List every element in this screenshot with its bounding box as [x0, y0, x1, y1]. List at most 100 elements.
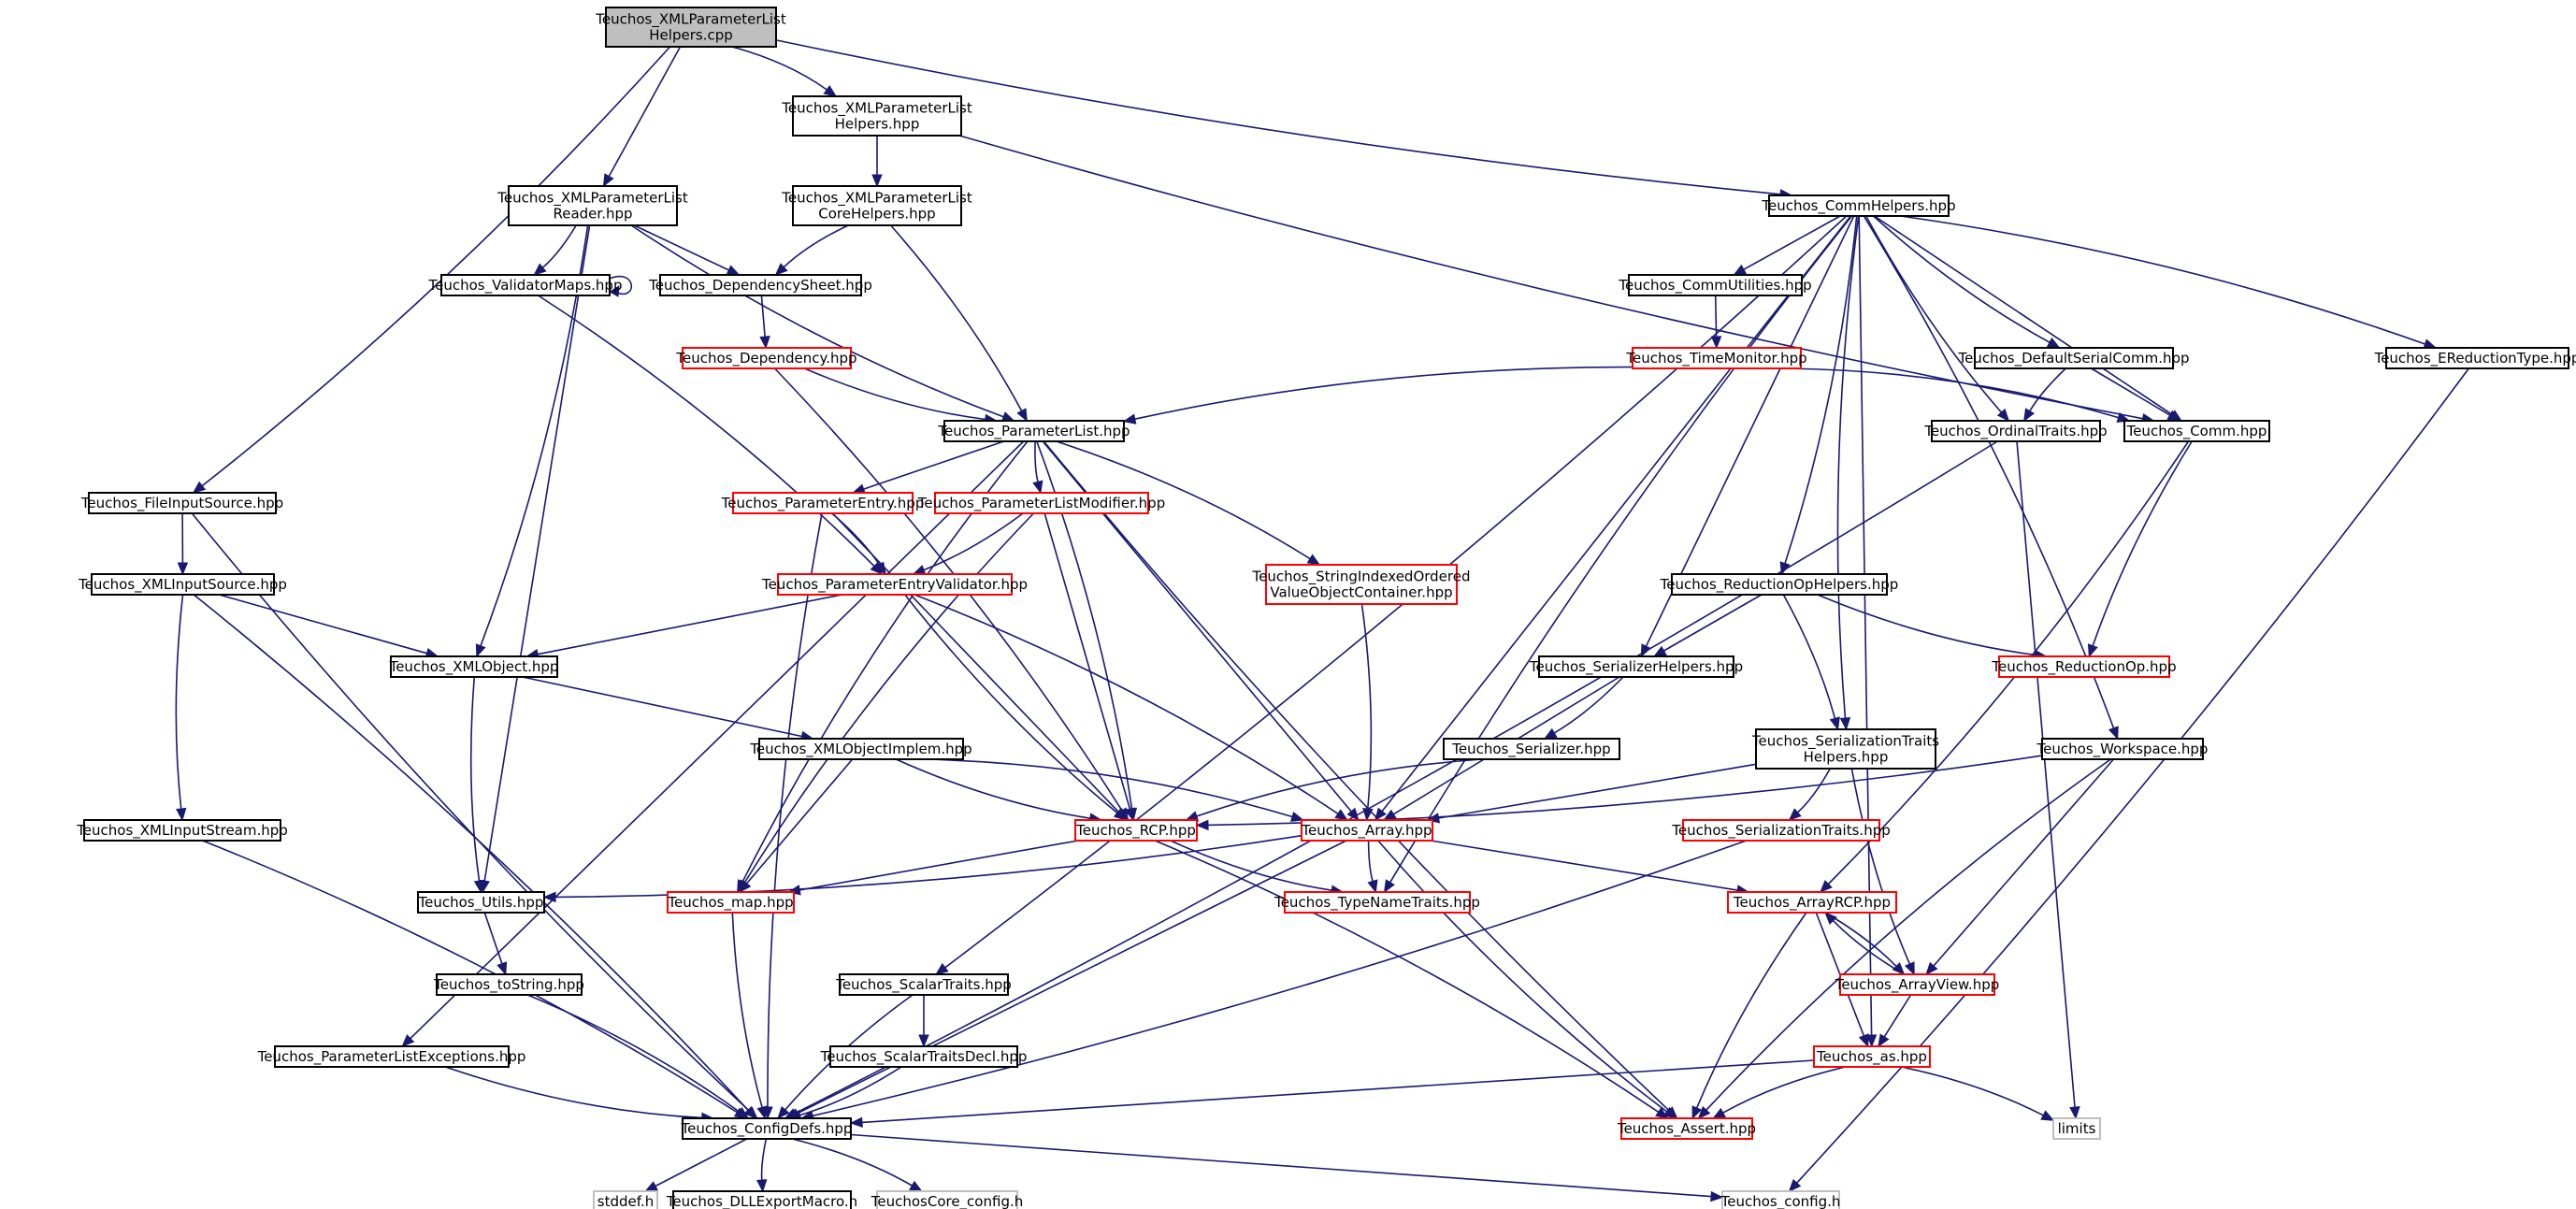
- edge-ordinal-to-configdefs: [784, 440, 1998, 1119]
- node-assert[interactable]: Teuchos_Assert.hpp: [1617, 1117, 1756, 1140]
- node-label: Teuchos_DLLExportMacro.h: [666, 1193, 857, 1209]
- node-paramlist[interactable]: Teuchos_ParameterList.hpp: [937, 420, 1130, 442]
- edge-paramlist-to-strindexed: [1056, 440, 1321, 566]
- edge-commutil-to-timemonitor: [1710, 295, 1722, 350]
- node-label: Teuchos_ScalarTraitsDecl.hpp: [820, 1048, 1028, 1066]
- edge-scalartraits-to-scalardecl: [918, 995, 929, 1048]
- node-box: [274, 1045, 510, 1068]
- node-label: Teuchos_XMLParameterList: [595, 11, 786, 29]
- node-tostring[interactable]: Teuchos_toString.hpp: [433, 973, 584, 996]
- nodes-layer: Teuchos_XMLParameterListHelpers.cppTeuch…: [76, 7, 2576, 1209]
- edge-rcp-to-typename: [1170, 840, 1345, 896]
- node-label: Teuchos_ParameterListModifier.hpp: [917, 495, 1165, 512]
- node-box: [2123, 420, 2270, 442]
- node-strindexed[interactable]: Teuchos_StringIndexedOrderedValueObjectC…: [1252, 564, 1471, 605]
- node-plexceptions[interactable]: Teuchos_ParameterListExceptions.hpp: [257, 1045, 526, 1068]
- node-comm[interactable]: Teuchos_Comm.hpp: [2123, 420, 2270, 442]
- node-sertraits[interactable]: Teuchos_SerializationTraits.hpp: [1671, 819, 1891, 842]
- node-label: Teuchos_DependencySheet.hpp: [648, 277, 872, 295]
- node-validatormaps[interactable]: Teuchos_ValidatorMaps.hpp: [428, 274, 623, 296]
- edge-timemonitor-to-paramlist: [1122, 366, 1633, 425]
- node-fileinput[interactable]: Teuchos_FileInputSource.hpp: [80, 492, 283, 514]
- edge-dependency-to-paramlist: [803, 367, 998, 425]
- node-xmlobject[interactable]: Teuchos_XMLObject.hpp: [389, 655, 559, 678]
- edge-xmlinput-to-xmlobject: [219, 594, 439, 659]
- node-label: Reader.hpp: [553, 206, 632, 223]
- node-as[interactable]: Teuchos_as.hpp: [1813, 1045, 1931, 1068]
- node-box: [508, 185, 678, 226]
- edge-commhelpers-to-workspace: [1863, 215, 2119, 741]
- node-box: [1620, 1117, 1753, 1140]
- node-xmlobjimpl[interactable]: Teuchos_XMLObjectImplem.hpp: [749, 738, 972, 760]
- node-label: Teuchos_TypeNameTraits.hpp: [1274, 894, 1480, 912]
- node-box: [667, 891, 795, 914]
- node-box: [1671, 573, 1888, 596]
- node-redophelpers[interactable]: Teuchos_ReductionOpHelpers.hpp: [1660, 573, 1899, 596]
- node-timemonitor[interactable]: Teuchos_TimeMonitor.hpp: [1625, 347, 1807, 369]
- node-ereduction[interactable]: Teuchos_EReductionType.hpp: [2374, 347, 2576, 369]
- edge-xmlplhelpers-to-xmlplcore: [871, 136, 883, 188]
- node-xmlinputstream[interactable]: Teuchos_XMLInputStream.hpp: [76, 819, 288, 842]
- edge-xmlplreader-to-depsheet: [633, 224, 741, 276]
- edge-pevalidator-to-array: [914, 594, 1348, 821]
- node-stddef: stddef.h: [593, 1190, 658, 1209]
- node-commutil[interactable]: Teuchos_CommUtilities.hpp: [1618, 274, 1812, 296]
- node-defserial[interactable]: Teuchos_DefaultSerialComm.hpp: [1957, 347, 2190, 369]
- node-utils[interactable]: Teuchos_Utils.hpp: [417, 891, 545, 914]
- edge-commhelpers-to-defserial: [1872, 215, 2061, 349]
- node-box: [792, 185, 962, 226]
- node-scalartraits[interactable]: Teuchos_ScalarTraits.hpp: [835, 973, 1012, 996]
- edge-fileinput-to-xmlinput: [177, 512, 189, 576]
- node-box: [672, 1190, 852, 1209]
- node-paramentry[interactable]: Teuchos_ParameterEntry.hpp: [721, 492, 925, 514]
- node-box: [839, 973, 1009, 996]
- node-dependency[interactable]: Teuchos_Dependency.hpp: [675, 347, 857, 369]
- node-box: [1628, 274, 1803, 296]
- edge-as-to-assert: [1712, 1066, 1846, 1119]
- node-serhelpers[interactable]: Teuchos_SerializerHelpers.hpp: [1529, 655, 1743, 678]
- node-array[interactable]: Teuchos_Array.hpp: [1301, 819, 1433, 842]
- node-label: Teuchos_CommUtilities.hpp: [1618, 277, 1811, 295]
- node-commhelpers[interactable]: Teuchos_CommHelpers.hpp: [1761, 194, 1956, 217]
- edge-redophelpers-to-sertraitshelpers: [1782, 594, 1840, 731]
- node-pevalidator[interactable]: Teuchos_ParameterEntryValidator.hpp: [761, 573, 1028, 596]
- node-box: [659, 274, 862, 296]
- node-label: Teuchos_XMLObjectImplem.hpp: [749, 741, 971, 758]
- node-box: [440, 274, 611, 296]
- node-dllexport[interactable]: Teuchos_DLLExportMacro.h: [666, 1190, 857, 1209]
- node-plmodifier[interactable]: Teuchos_ParameterListModifier.hpp: [917, 492, 1165, 514]
- edge-comm-to-reductionop: [2087, 440, 2193, 658]
- node-box: [91, 573, 275, 596]
- node-xmlinput[interactable]: Teuchos_XMLInputSource.hpp: [78, 573, 287, 596]
- node-box: [436, 973, 583, 996]
- node-typename[interactable]: Teuchos_TypeNameTraits.hpp: [1274, 891, 1480, 914]
- node-rcp[interactable]: Teuchos_RCP.hpp: [1074, 819, 1198, 842]
- node-ordinal[interactable]: Teuchos_OrdinalTraits.hpp: [1923, 420, 2108, 442]
- node-map[interactable]: Teuchos_map.hpp: [667, 891, 795, 914]
- node-label: Teuchos_XMLInputStream.hpp: [76, 822, 288, 840]
- node-label: Teuchos_ArrayView.hpp: [1835, 976, 2000, 994]
- edge-configdefs-to-coreconfig: [792, 1138, 923, 1192]
- node-label: ValueObjectContainer.hpp: [1270, 584, 1452, 601]
- node-depsheet[interactable]: Teuchos_DependencySheet.hpp: [648, 274, 872, 296]
- node-label: Teuchos_ScalarTraits.hpp: [835, 976, 1012, 994]
- node-box: [1755, 728, 1936, 770]
- node-scalardecl[interactable]: Teuchos_ScalarTraitsDecl.hpp: [820, 1045, 1028, 1068]
- node-arrayview[interactable]: Teuchos_ArrayView.hpp: [1835, 973, 2000, 996]
- node-box: [1632, 347, 1802, 369]
- node-arrayrcp[interactable]: Teuchos_ArrayRCP.hpp: [1727, 891, 1897, 914]
- edge-workspace-to-arrayview: [1925, 758, 2115, 975]
- node-label: Teuchos_StringIndexedOrdered: [1252, 569, 1471, 586]
- node-serializer[interactable]: Teuchos_Serializer.hpp: [1443, 738, 1620, 760]
- node-configdefs[interactable]: Teuchos_ConfigDefs.hpp: [681, 1117, 853, 1140]
- node-reductionop[interactable]: Teuchos_ReductionOp.hpp: [1991, 655, 2177, 678]
- node-workspace[interactable]: Teuchos_Workspace.hpp: [2036, 738, 2209, 760]
- edge-pevalidator-to-xmlobject: [525, 594, 842, 660]
- edge-redophelpers-to-serhelpers: [1652, 594, 1763, 657]
- edge-sertraitshelpers-to-arrayview: [1850, 768, 1915, 976]
